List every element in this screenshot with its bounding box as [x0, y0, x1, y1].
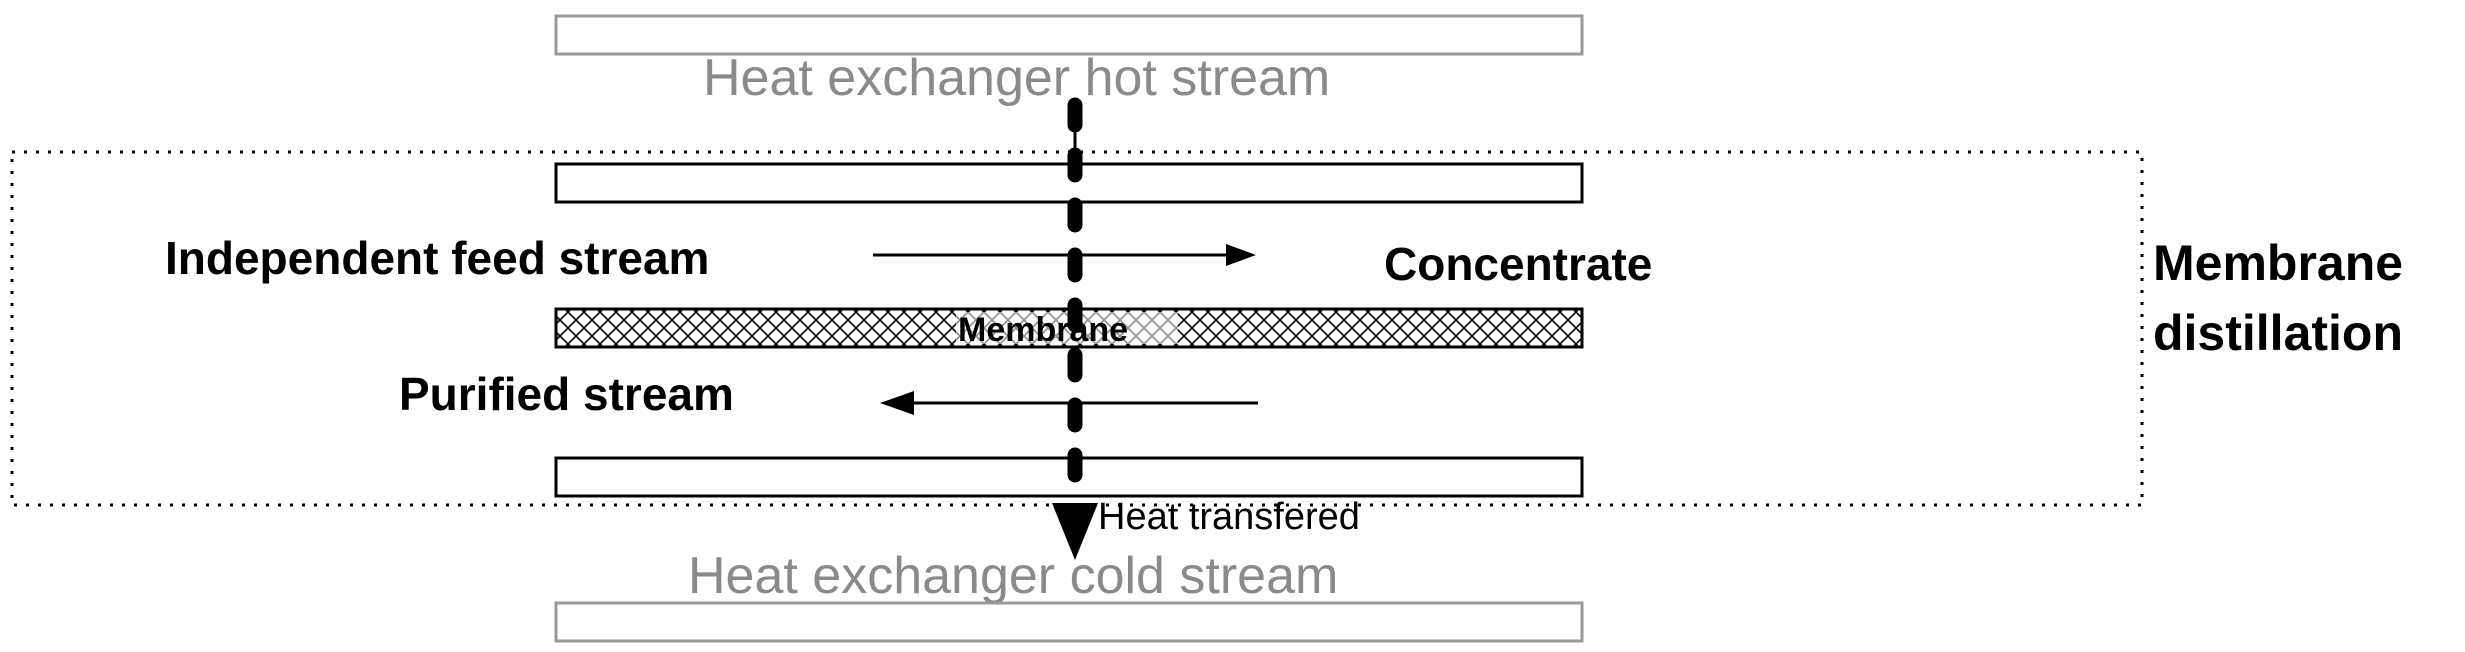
- hot-stream-channel: [554, 14, 1584, 56]
- feed-flow-arrow-head: [1226, 244, 1256, 266]
- cold-stream-label: Heat exchanger cold stream: [688, 547, 1338, 605]
- membrane-label-backdrop: [956, 312, 1178, 344]
- membrane-distillation-boundary: [10, 150, 2144, 507]
- hot-stream-label: Heat exchanger hot stream: [703, 49, 1330, 107]
- purified-flow-arrow-head: [880, 391, 914, 415]
- membrane-label: Membrane: [958, 311, 1128, 349]
- purified-stream-label: Purified stream: [399, 368, 734, 420]
- concentrate-label: Concentrate: [1384, 238, 1652, 290]
- cold-stream-channel: [554, 601, 1584, 643]
- membrane-distillation-label-line2: distillation: [2153, 305, 2403, 361]
- heat-transfered-label: Heat transfered: [1098, 496, 1360, 538]
- heat-transfer-arrow-head: [1052, 503, 1098, 560]
- feed-stream-label: Independent feed stream: [165, 232, 709, 284]
- membrane-distillation-label-line1: Membrane: [2153, 235, 2403, 291]
